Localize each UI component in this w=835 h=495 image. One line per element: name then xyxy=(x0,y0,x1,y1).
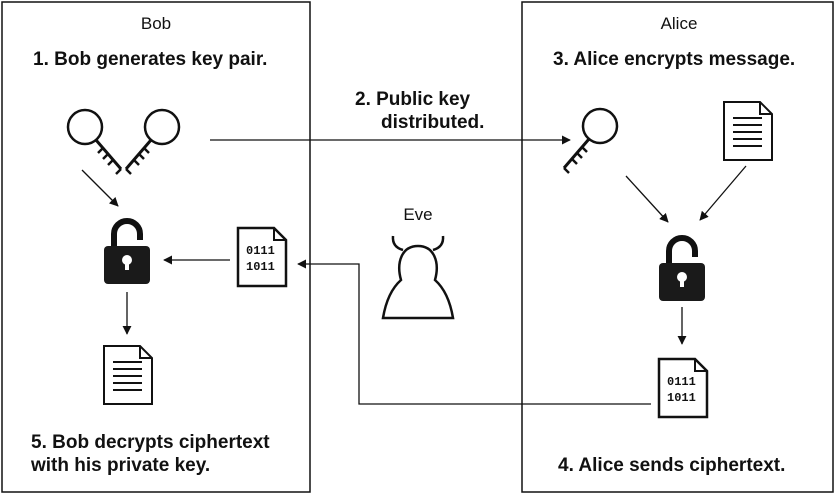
alice-ciphertext-icon: 0111 1011 xyxy=(657,357,709,419)
arrow-alice-doc-to-lock xyxy=(699,165,747,221)
bob-title: Bob xyxy=(140,14,172,33)
arrow-key-to-lock xyxy=(81,169,119,207)
alice-public-key-icon xyxy=(562,107,619,175)
step2-label-line2: distributed. xyxy=(381,112,485,133)
step4-label: 4. Alice sends ciphertext. xyxy=(558,455,786,476)
bob-padlock-icon xyxy=(104,221,150,284)
public-key-icon xyxy=(124,108,181,176)
alice-cipher-line1: 0111 xyxy=(667,375,696,389)
alice-padlock-icon xyxy=(659,238,705,301)
alice-panel xyxy=(521,1,834,493)
bob-cipher-line2: 1011 xyxy=(246,260,275,274)
eve-icon xyxy=(381,235,455,320)
bob-ciphertext-icon: 0111 1011 xyxy=(236,226,288,288)
alice-cipher-line2: 1011 xyxy=(667,391,696,405)
step1-label: 1. Bob generates key pair. xyxy=(33,49,268,70)
bob-cipher-line1: 0111 xyxy=(246,244,275,258)
step2-label-line1: 2. Public key xyxy=(355,89,471,110)
eve-label: Eve xyxy=(403,205,433,224)
private-key-icon xyxy=(66,108,123,176)
bob-panel xyxy=(1,1,311,493)
alice-message-document-icon xyxy=(723,101,773,161)
decrypted-document-icon xyxy=(103,345,153,405)
arrow-alice-key-to-lock xyxy=(625,175,669,223)
alice-title: Alice xyxy=(660,14,698,33)
arrow-ciphertext-sent-to-bob xyxy=(297,259,651,405)
step3-label: 3. Alice encrypts message. xyxy=(553,49,796,70)
step5-label-line1: 5. Bob decrypts ciphertext xyxy=(31,432,270,453)
step5-label-line2: with his private key. xyxy=(31,455,211,476)
